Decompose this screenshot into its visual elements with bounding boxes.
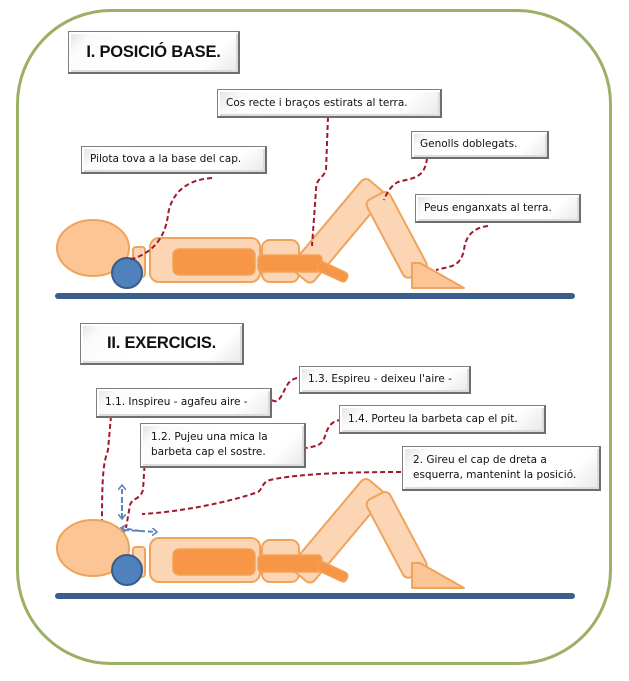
label-inhale: 1.1. Inspireu - agafeu aire - <box>96 388 272 418</box>
soft-ball <box>111 257 143 289</box>
floor-line <box>55 293 575 299</box>
figure-base-position <box>55 178 575 299</box>
foot <box>411 562 465 589</box>
arm <box>172 248 256 276</box>
arrow-left-icon <box>122 528 141 531</box>
leader-1-1 <box>101 415 112 521</box>
hand <box>316 561 349 583</box>
leader-feet <box>435 225 489 271</box>
leader-1-4 <box>305 419 343 449</box>
floor-line <box>55 593 575 599</box>
hand <box>316 261 349 283</box>
label-chin-up: 1.2. Pujeu una mica la barbeta cap el so… <box>140 423 306 468</box>
label-body-straight: Cos recte i braços estirats al terra. <box>217 89 442 118</box>
forearm <box>257 554 323 573</box>
leader-body <box>311 116 329 247</box>
figure-exercises <box>55 478 575 599</box>
foot <box>411 262 465 289</box>
leader-lines-2 <box>101 377 402 529</box>
soft-ball <box>111 554 143 586</box>
leader-ball <box>127 177 213 261</box>
leader-1-2 <box>125 457 146 529</box>
section-title-exercises: II. EXERCICIS. <box>80 323 244 365</box>
label-turn-head: 2. Gireu el cap de dreta a esquerra, man… <box>402 446 601 491</box>
section-title-base-position: I. POSICIÓ BASE. <box>68 31 240 74</box>
arm <box>172 548 256 576</box>
label-soft-ball: Pilota tova a la base del cap. <box>81 146 267 174</box>
forearm <box>257 254 323 273</box>
label-chin-to-chest: 1.4. Porteu la barbeta cap el pit. <box>339 405 546 434</box>
dashed-arrows-icon <box>122 486 156 532</box>
label-bent-knees: Genolls doblegats. <box>411 131 549 159</box>
head <box>56 219 130 277</box>
label-exhale: 1.3. Espireu - deixeu l'aire - <box>299 366 471 394</box>
head <box>56 519 130 577</box>
label-feet-floor: Peus enganxats al terra. <box>415 194 581 223</box>
leader-lines-1 <box>127 116 489 271</box>
leader-1-3 <box>269 377 298 403</box>
leader-knees <box>383 157 428 201</box>
leader-2 <box>141 471 402 515</box>
